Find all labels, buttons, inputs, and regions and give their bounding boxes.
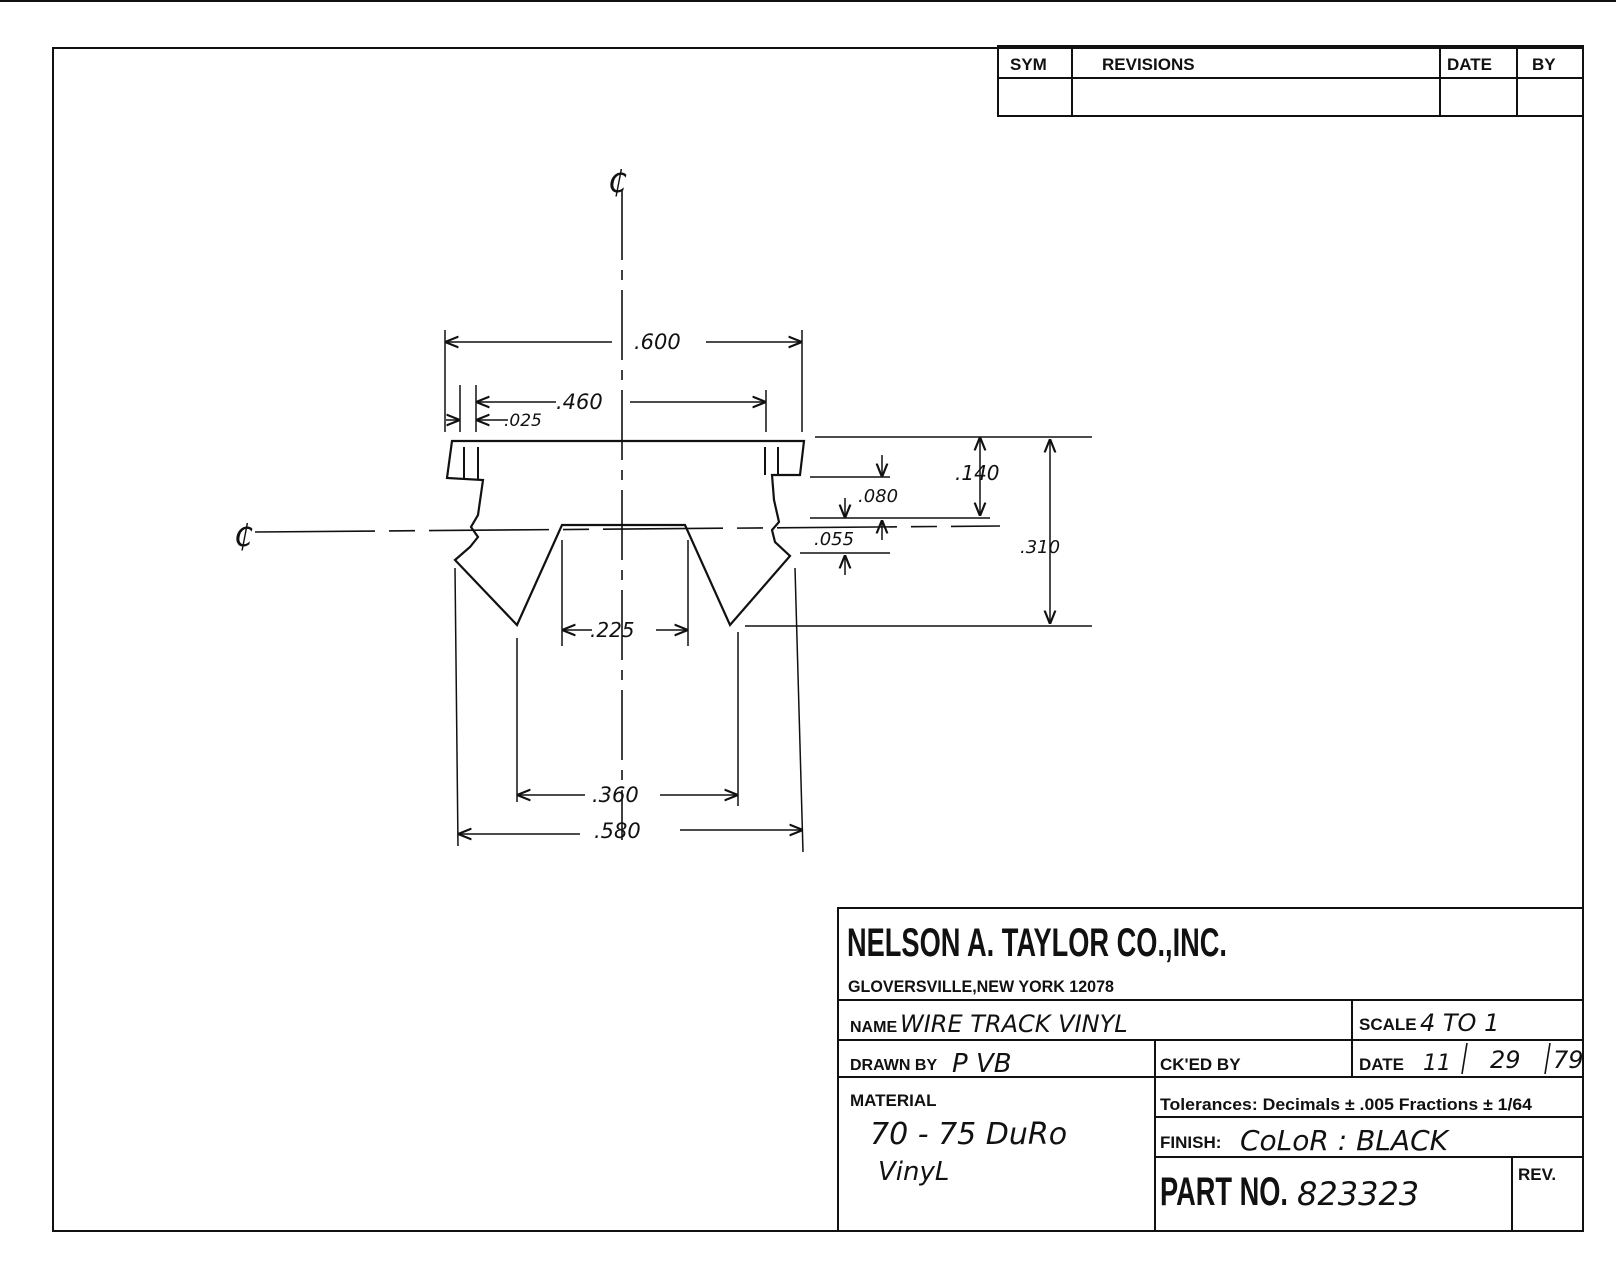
material-line-2: VinyL: [878, 1157, 949, 1187]
date-month: 11: [1423, 1051, 1451, 1076]
dim-140: .140: [955, 461, 1000, 485]
name-label: NAME: [850, 1019, 897, 1036]
date-label: DATE: [1359, 1055, 1404, 1074]
title-block-text: NELSON A. TAYLOR CO.,INC. GLOVERSVILLE,N…: [847, 921, 1584, 1214]
dim-310: .310: [1020, 537, 1060, 558]
part-no-value: 823323: [1297, 1175, 1419, 1213]
finish-value: CoLoR : BLACK: [1240, 1124, 1451, 1157]
scale-value: 4 TO 1: [1420, 1009, 1499, 1037]
title-block: [837, 907, 1584, 1232]
dim-600: .600: [634, 330, 681, 354]
material-label: MATERIAL: [850, 1091, 937, 1110]
horizontal-centerline-symbol: ₵: [234, 519, 253, 554]
dim-080: .080: [858, 486, 898, 507]
scale-label: SCALE: [1359, 1015, 1417, 1034]
dimension-lines: [444, 330, 1092, 853]
dim-580: .580: [594, 819, 641, 843]
centerlines: ₵ ₵: [234, 165, 1001, 840]
rev-header-sym: SYM: [1010, 55, 1047, 74]
checked-by-label: CK'ED BY: [1160, 1055, 1241, 1074]
dim-360: .360: [592, 783, 639, 807]
material-line-1: 70 - 75 DuRo: [870, 1117, 1067, 1152]
drawn-by-label: DRAWN BY: [850, 1057, 937, 1074]
date-day: 29: [1490, 1046, 1521, 1074]
part-profile: [445, 439, 806, 628]
rev-label: REV.: [1518, 1165, 1556, 1184]
dim-025: .025: [504, 411, 542, 431]
revision-block: SYM REVISIONS DATE BY: [997, 45, 1584, 117]
dim-225: .225: [590, 618, 635, 642]
tolerances-text: Tolerances: Decimals ± .005 Fractions ± …: [1160, 1095, 1533, 1114]
finish-label: FINISH:: [1160, 1133, 1221, 1152]
drawn-by-value: P VB: [952, 1049, 1012, 1079]
rev-header-date: DATE: [1447, 55, 1492, 74]
part-no-label: PART NO.: [1160, 1170, 1288, 1214]
rev-header-revisions: REVISIONS: [1102, 55, 1195, 74]
vertical-centerline-symbol: ₵: [608, 165, 627, 200]
part-name: WIRE TRACK VINYL: [900, 1010, 1128, 1038]
dim-055: .055: [814, 529, 854, 550]
dimension-labels: .600 .460 .025 .140 .080 .055 .310 .225 …: [504, 330, 1060, 843]
dim-460: .460: [556, 390, 603, 414]
company-address: GLOVERSVILLE,NEW YORK 12078: [848, 977, 1114, 996]
company-name: NELSON A. TAYLOR CO.,INC.: [847, 921, 1227, 965]
drawing-border: [52, 47, 1584, 1232]
rev-header-by: BY: [1532, 55, 1556, 74]
date-year: 79: [1553, 1046, 1584, 1074]
